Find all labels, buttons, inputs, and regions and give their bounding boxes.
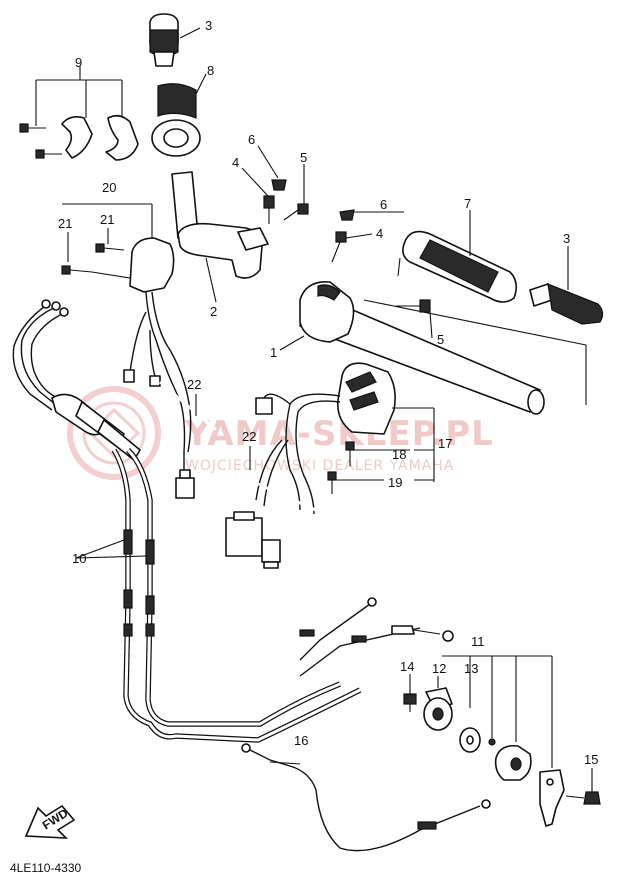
part-17-switch xyxy=(327,362,435,494)
callout-9: 9 xyxy=(75,55,82,70)
callout-19: 19 xyxy=(388,475,402,490)
callout-18: 18 xyxy=(392,447,406,462)
part-11-lever-assembly xyxy=(403,655,601,827)
callout-3-right: 3 xyxy=(563,231,570,246)
callout-3-top: 3 xyxy=(205,18,212,33)
screw-19 xyxy=(327,471,337,494)
callout-6-right: 6 xyxy=(380,197,387,212)
callout-1: 1 xyxy=(270,345,277,360)
callout-10: 10 xyxy=(72,551,86,566)
part-1-handlebar xyxy=(279,281,587,415)
watermark-title: YAMA-SKLEP.PL xyxy=(184,414,494,454)
right-switch-wiring xyxy=(225,393,341,569)
part-2-clamp xyxy=(171,171,269,303)
part-8-throttle-grip xyxy=(151,73,207,157)
fwd-arrow-icon: FWD xyxy=(24,804,76,839)
part-16-cable xyxy=(241,743,491,852)
callout-7: 7 xyxy=(464,196,471,211)
callout-17: 17 xyxy=(438,436,452,451)
callout-labels: 3 8 9 6 4 5 20 21 21 6 4 7 3 2 5 1 22 22… xyxy=(58,18,598,767)
hardware-right xyxy=(331,209,433,339)
part-7-grip xyxy=(397,210,518,303)
part-14-bolt xyxy=(403,693,417,712)
callout-14: 14 xyxy=(400,659,414,674)
screw-21a xyxy=(95,243,125,253)
part-bracket xyxy=(539,769,565,827)
callout-16: 16 xyxy=(294,733,308,748)
left-switch-wiring xyxy=(123,291,217,499)
callout-12: 12 xyxy=(432,661,446,676)
callout-4-left: 4 xyxy=(232,155,239,170)
part-cam xyxy=(494,744,532,781)
hardware-left-upper xyxy=(241,145,309,224)
callout-2: 2 xyxy=(210,304,217,319)
watermark: YAMA-SKLEP.PL WOJCIECHOWSKI DEALER YAMAH… xyxy=(67,386,494,480)
callout-5-left: 5 xyxy=(300,150,307,165)
screw-9a xyxy=(19,123,46,133)
part-13-washer xyxy=(459,727,481,753)
callout-15: 15 xyxy=(584,752,598,767)
callout-22-right: 22 xyxy=(242,429,256,444)
screw-9b xyxy=(35,149,62,159)
callout-21-left: 21 xyxy=(58,216,72,231)
diagram-code: 4LE110-4330 xyxy=(10,861,82,875)
part-9-housing xyxy=(19,66,139,161)
callout-20: 20 xyxy=(102,180,116,195)
callout-11: 11 xyxy=(471,634,485,649)
watermark-logo xyxy=(67,386,161,480)
part-12-pulley xyxy=(423,687,453,731)
screw-21b xyxy=(61,265,131,279)
part-15-nut xyxy=(565,791,601,805)
watermark-subtitle: WOJCIECHOWSKI DEALER YAMAHA xyxy=(185,458,454,474)
screw-18 xyxy=(345,441,355,466)
part-20-bracket xyxy=(61,203,175,293)
callout-21-right: 21 xyxy=(100,212,114,227)
part-3-right xyxy=(529,246,604,325)
part-3-top xyxy=(149,13,201,67)
callout-6-left: 6 xyxy=(248,132,255,147)
part-10-throttle-cables xyxy=(12,299,454,743)
callout-8: 8 xyxy=(207,63,214,78)
callout-4-right: 4 xyxy=(376,226,383,241)
callout-22-left: 22 xyxy=(187,377,201,392)
callout-5-right: 5 xyxy=(437,332,444,347)
callout-13: 13 xyxy=(464,661,478,676)
